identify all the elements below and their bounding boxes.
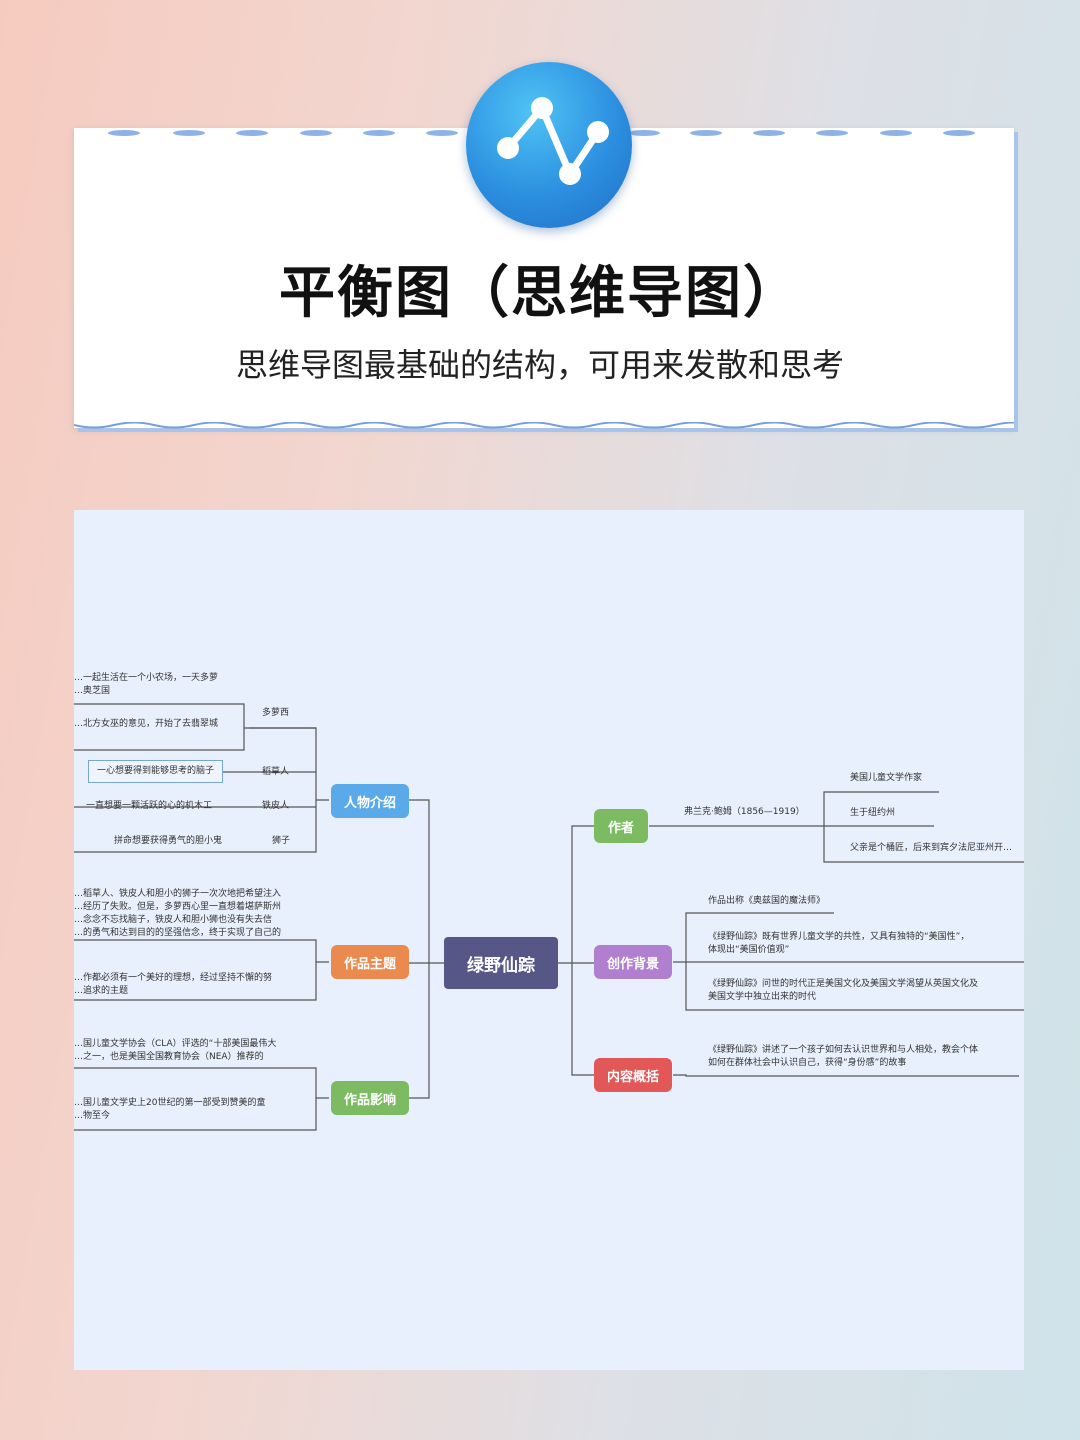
leaf-name: 铁皮人 bbox=[262, 801, 290, 811]
leaf-detail: 父亲是个桶匠，后来到宾夕法尼亚州开… bbox=[850, 843, 1013, 853]
leaf-detail: 美国儿童文学作家 bbox=[850, 773, 923, 783]
page-subtitle: 思维导图最基础的结构，可用来发散和思考 bbox=[235, 346, 844, 384]
leaf-detail: …稻草人、铁皮人和胆小的狮子一次次地把希望注入 bbox=[74, 889, 282, 899]
node-theme[interactable]: 作品主题 bbox=[331, 945, 409, 979]
leaf-detail: 生于纽约州 bbox=[850, 808, 896, 818]
leaf-detail-boxed: 一心想要得到能够思考的脑子 bbox=[88, 760, 224, 783]
mindmap-center-node[interactable]: 绿野仙踪 bbox=[444, 937, 558, 989]
leaf-detail: 作品出称《奥兹国的魔法师》 bbox=[708, 896, 826, 906]
leaf-detail: …之一，也是美国全国教育协会（NEA）推荐的 bbox=[74, 1052, 264, 1062]
node-characters[interactable]: 人物介绍 bbox=[331, 784, 409, 818]
leaf-detail: …经历了失败。但是，多萝西心里一直想着堪萨斯州 bbox=[74, 902, 282, 912]
leaf-detail: …作都必须有一个美好的理想，经过坚持不懈的努 bbox=[74, 973, 273, 983]
leaf-detail: 一直想要一颗活跃的心的机木工 bbox=[86, 801, 213, 811]
leaf-detail: 《绿野仙踪》问世的时代正是美国文化及美国文学渴望从英国文化及 bbox=[708, 979, 979, 989]
chart-line-nodes-icon bbox=[466, 62, 632, 228]
leaf-name: 多萝西 bbox=[262, 708, 290, 718]
leaf-detail: …追求的主题 bbox=[74, 986, 129, 996]
leaf-name: 稻草人 bbox=[262, 767, 290, 777]
leaf-detail: 弗兰克·鲍姆（1856—1919） bbox=[684, 807, 805, 817]
leaf-detail: 美国文学中独立出来的时代 bbox=[708, 992, 817, 1002]
node-author[interactable]: 作者 bbox=[594, 809, 648, 843]
leaf-detail: 拼命想要获得勇气的胆小鬼 bbox=[114, 836, 223, 846]
leaf-detail: …的勇气和达到目的的坚强信念，终于实现了自己的 bbox=[74, 928, 282, 938]
leaf-detail: 《绿野仙踪》既有世界儿童文学的共性，又具有独特的“美国性”， bbox=[708, 932, 970, 942]
leaf-detail: …北方女巫的意见，开始了去翡翠城 bbox=[74, 719, 219, 729]
leaf-detail: …一起生活在一个小农场，一天多萝 bbox=[74, 673, 219, 683]
torn-paper-bottom-edge bbox=[74, 422, 1014, 429]
node-summary[interactable]: 内容概括 bbox=[594, 1058, 672, 1092]
leaf-detail: …国儿童文学史上20世纪的第一部受到赞美的童 bbox=[74, 1098, 266, 1108]
leaf-detail: …奥芝国 bbox=[74, 686, 111, 696]
leaf-detail: …物至今 bbox=[74, 1111, 111, 1121]
leaf-detail: …念念不忘找脑子，铁皮人和胆小狮也没有失去信 bbox=[74, 915, 273, 925]
mindmap-panel: 绿野仙踪 人物介绍 作品主题 作品影响 作者 创作背景 内容概括 多萝西 …一起… bbox=[74, 510, 1024, 1370]
leaf-detail: 如何在群体社会中认识自己，获得“身份感”的故事 bbox=[708, 1058, 907, 1068]
node-background[interactable]: 创作背景 bbox=[594, 945, 672, 979]
leaf-name: 狮子 bbox=[272, 836, 291, 846]
leaf-detail: 《绿野仙踪》讲述了一个孩子如何去认识世界和与人相处，教会个体 bbox=[708, 1045, 979, 1055]
torn-paper-top-edge bbox=[108, 130, 975, 136]
leaf-detail: …国儿童文学协会（CLA）评选的“十部美国最伟大 bbox=[74, 1039, 277, 1049]
page-title: 平衡图（思维导图） bbox=[279, 261, 801, 326]
leaf-detail: 体现出“美国价值观” bbox=[708, 945, 790, 955]
mindmap-connectors bbox=[74, 703, 1024, 1131]
node-impact[interactable]: 作品影响 bbox=[331, 1081, 409, 1115]
